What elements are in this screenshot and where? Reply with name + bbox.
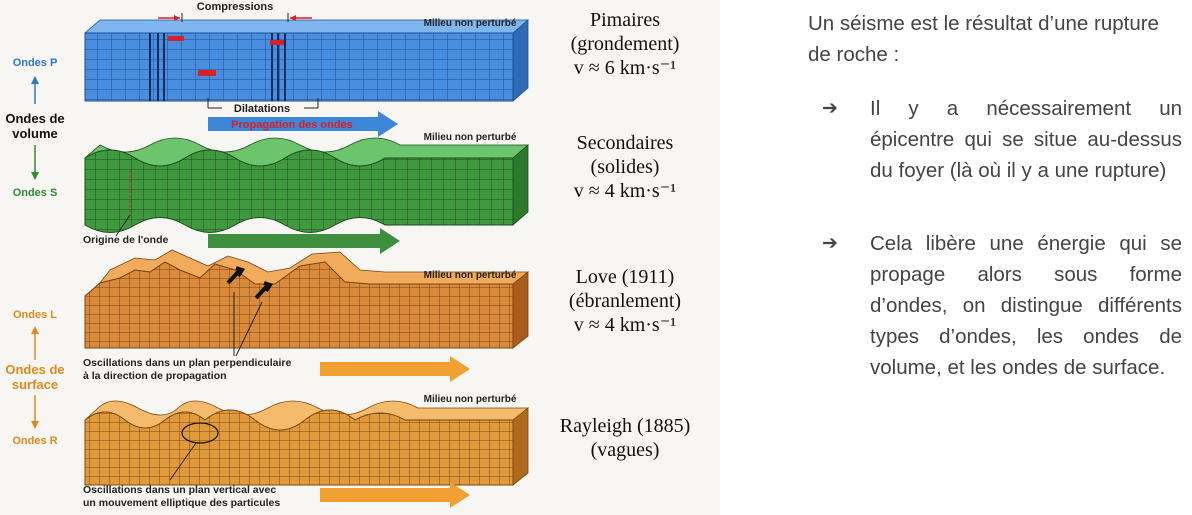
love-note-line-2: à la direction de propagation [83, 370, 227, 382]
label-ondes-de-surface-2: surface [12, 377, 58, 392]
right-arrow-icon: ➔ [822, 233, 838, 254]
surface-axis [31, 326, 39, 429]
bullet-text: Cela libère une énergie qui se propage a… [870, 232, 1182, 379]
wave-desc: (ébranlement) [568, 290, 682, 312]
waves-illustration: Ondes P Ondes de volume Ondes S Ondes L … [5, 1, 530, 509]
wave-desc: (grondement) [570, 33, 680, 55]
s-propagation-arrow [208, 228, 400, 254]
compressions-label: Compressions [197, 1, 273, 13]
wave-type-primaires: Pimaires (grondement) v ≈ 6 km·s⁻¹ [540, 8, 710, 80]
right-arrow-icon: ➔ [822, 98, 838, 119]
compressions-marker [158, 13, 312, 22]
wave-speed: v ≈ 4 km·s⁻¹ [573, 314, 677, 336]
propagation-arrow [208, 111, 398, 137]
label-ondes-p: Ondes P [13, 57, 58, 69]
wave-name: Pimaires [590, 9, 660, 31]
label-ondes-de-volume-2: volume [12, 126, 58, 141]
rayleigh-note-line-2: un mouvement elliptique des particules [83, 497, 280, 509]
love-wave-block [84, 249, 530, 357]
label-ondes-l: Ondes L [13, 309, 57, 321]
wave-speed: v ≈ 4 km·s⁻¹ [573, 180, 677, 202]
wave-desc: (solides) [590, 156, 660, 178]
s-wave-block [84, 137, 530, 237]
volume-axis [31, 76, 39, 180]
milieu-label-p: Milieu non perturbé [424, 18, 517, 29]
seismic-waves-figure: Ondes P Ondes de volume Ondes S Ondes L … [0, 0, 720, 515]
label-ondes-s: Ondes S [13, 187, 58, 199]
wave-speed: v ≈ 6 km·s⁻¹ [573, 57, 677, 79]
wave-type-secondaires: Secondaires (solides) v ≈ 4 km·s⁻¹ [540, 131, 710, 203]
intro-paragraph: Un séisme est le résultat d’une rupture … [808, 12, 1159, 66]
wave-name: Rayleigh (1885) [559, 415, 691, 437]
bullet-epicentre: ➔ Il y a nécessairement un épicentre qui… [808, 93, 1182, 186]
milieu-label-l: Milieu non perturbé [424, 270, 517, 281]
r-propagation-arrow [320, 482, 470, 508]
rayleigh-wave-block [84, 400, 530, 486]
bullet-text: Il y a nécessairement un épicentre qui s… [870, 97, 1182, 182]
milieu-label-r: Milieu non perturbé [424, 394, 517, 405]
wave-type-rayleigh: Rayleigh (1885) (vagues) [540, 414, 710, 462]
label-ondes-de-volume-1: Ondes de [5, 111, 64, 126]
love-note-line-1: Oscillations dans un plan perpendiculair… [83, 357, 291, 369]
wave-type-love: Love (1911) (ébranlement) v ≈ 4 km·s⁻¹ [540, 265, 710, 337]
explanation-text: Un séisme est le résultat d’une rupture … [808, 8, 1182, 383]
l-propagation-arrow [320, 356, 470, 382]
label-ondes-r: Ondes R [12, 435, 57, 447]
dilatations-marker [207, 98, 319, 109]
dilatations-label: Dilatations [234, 103, 290, 115]
rayleigh-note-line-1: Oscillations dans un plan vertical avec [83, 484, 276, 496]
origine-label: Origine de l'onde [83, 234, 168, 246]
label-ondes-de-surface-1: Ondes de [5, 362, 64, 377]
wave-name: Love (1911) [575, 266, 675, 288]
p-wave-block [83, 19, 530, 102]
wave-name: Secondaires [576, 132, 674, 154]
milieu-label-s: Milieu non perturbé [424, 132, 517, 143]
bullet-energie: ➔ Cela libère une énergie qui se propage… [808, 228, 1182, 383]
propagation-label: Propagation des ondes [231, 119, 353, 131]
wave-desc: (vagues) [590, 439, 660, 461]
